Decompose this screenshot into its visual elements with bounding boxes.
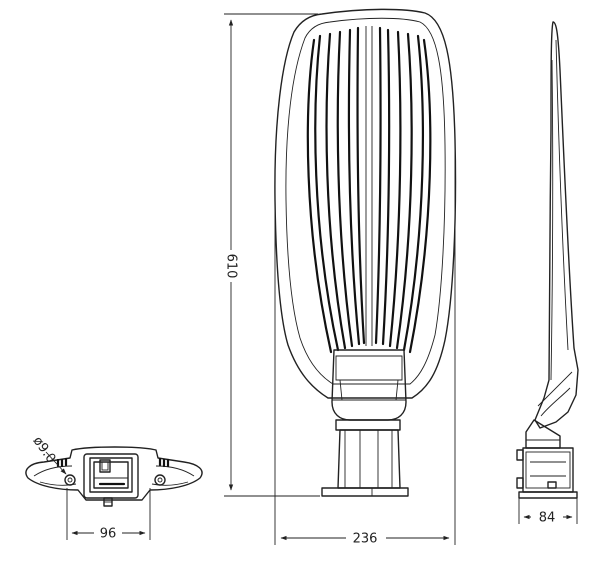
lamp-body-outline: [274, 8, 457, 399]
lamp-lens-outline: [285, 17, 446, 385]
bottom-width-dimension: 96: [66, 488, 151, 542]
width-dimension: 236: [274, 150, 456, 547]
front-view: 610 236: [222, 8, 457, 547]
side-width-label: 84: [539, 511, 556, 526]
side-profile: [534, 21, 579, 429]
height-dimension: 610: [222, 13, 320, 497]
pole-adapter: [321, 419, 409, 497]
bottom-view: ø9.0 96: [25, 434, 203, 542]
bottom-width-label: 96: [100, 527, 117, 542]
side-width-dimension: 84: [518, 498, 578, 526]
side-view: 84: [516, 21, 579, 526]
neck-housing: [331, 349, 407, 421]
height-dimension-label: 610: [224, 254, 239, 279]
bottom-outline: [25, 446, 203, 501]
heat-sink-fins: [306, 26, 432, 354]
width-dimension-label: 236: [353, 532, 378, 547]
